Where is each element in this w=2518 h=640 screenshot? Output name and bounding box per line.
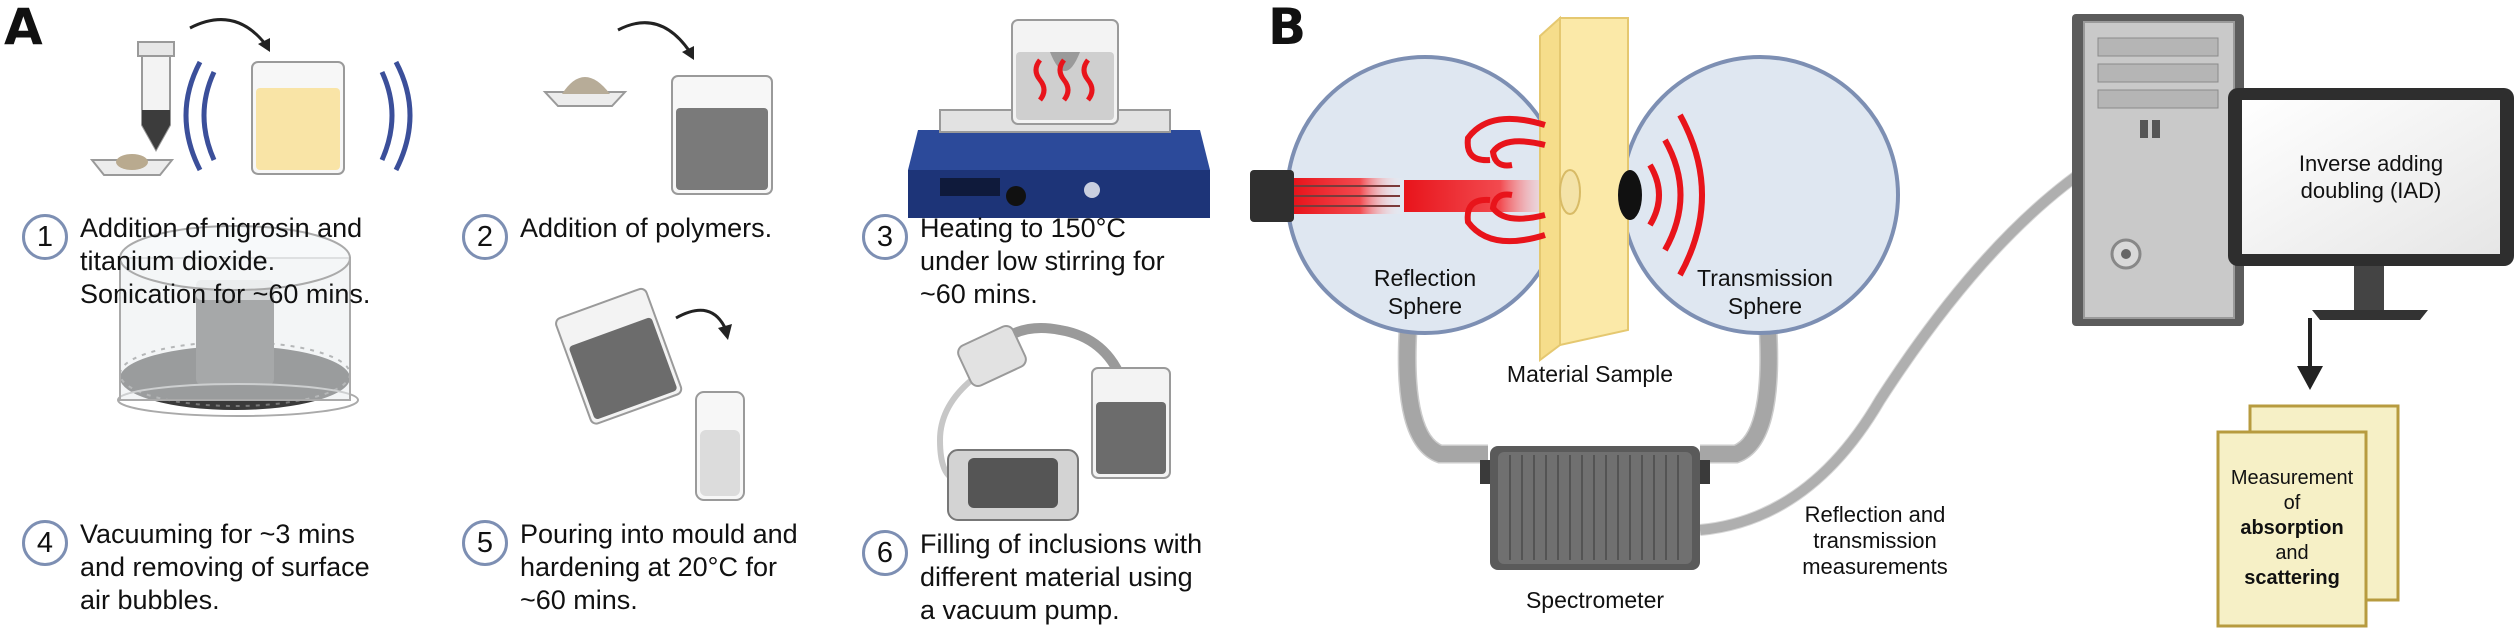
- step-1-number: 1: [22, 214, 68, 260]
- hotplate-illustration: [908, 19, 1210, 218]
- step-6-number: 6: [862, 530, 908, 576]
- step-2-text: Addition of polymers.: [520, 213, 773, 243]
- step-2: 2 Addition of polymers.: [462, 212, 772, 260]
- polymer-illustration: [542, 21, 773, 195]
- computer-tower: [2072, 14, 2244, 326]
- vacuum-pump-illustration: [936, 323, 1171, 521]
- result-sheet-front: [2216, 430, 2368, 628]
- vacuum-chamber-illustration: [117, 225, 359, 417]
- step-5-number: 5: [462, 520, 508, 566]
- pouring-illustration: [555, 287, 745, 501]
- result-sheet-text: Measurement of absorption and scattering: [2230, 467, 2354, 589]
- material-sample: [1539, 15, 1629, 362]
- step-2-number: 2: [462, 214, 508, 260]
- step-4-number: 4: [22, 520, 68, 566]
- transmission-arcs: [1647, 113, 1705, 277]
- sonication-illustration: [89, 18, 413, 176]
- monitor: [2228, 88, 2514, 320]
- detector-port: [1618, 170, 1642, 220]
- panel-a-label: A: [4, 0, 43, 56]
- material-sample-label: Material Sample: [1506, 361, 1674, 387]
- laser-beam: [1250, 170, 1564, 222]
- spectrometer-label: Spectrometer: [1525, 587, 1665, 613]
- panel-b-label: B: [1268, 0, 1307, 56]
- result-arrow: [2297, 318, 2323, 390]
- step-3-number: 3: [862, 214, 908, 260]
- spectrometer-device: [1480, 446, 1710, 570]
- reflection-arcs: [1464, 115, 1546, 245]
